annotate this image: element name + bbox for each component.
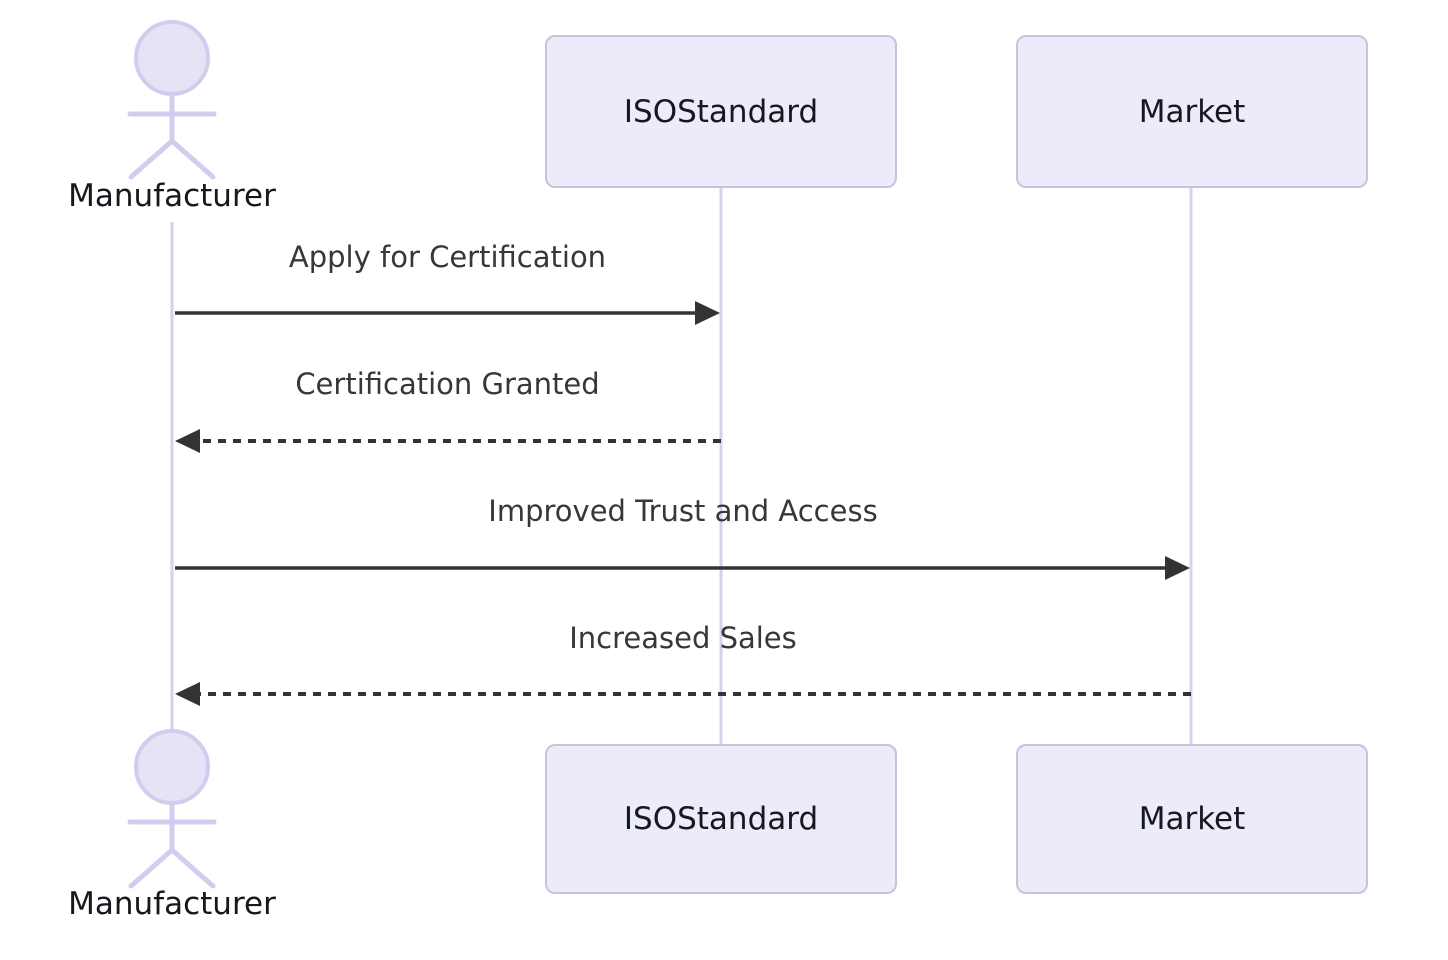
actor-leg-right xyxy=(169,847,216,889)
actor-label-manufacturer-bottom: Manufacturer xyxy=(68,886,276,922)
participant-box-isostandard-bottom: ISOStandard xyxy=(545,744,897,894)
participant-label: Market xyxy=(1138,801,1246,837)
participant-box-market-bottom: Market xyxy=(1016,744,1368,894)
actor-label-manufacturer-top: Manufacturer xyxy=(68,178,276,214)
arrowhead-right-icon xyxy=(695,301,720,325)
participant-label: Market xyxy=(1138,93,1246,130)
arrowhead-left-icon xyxy=(175,429,200,453)
message-label-improved-trust-and-access: Improved Trust and Access xyxy=(488,494,878,528)
actor-leg-left xyxy=(128,847,175,889)
actor-figure-manufacturer-bottom xyxy=(127,729,217,889)
arrowhead-left-icon xyxy=(175,682,200,706)
actor-head xyxy=(134,20,210,96)
participant-box-isostandard-top: ISOStandard xyxy=(545,35,897,188)
arrowhead-right-icon xyxy=(1165,556,1190,580)
actor-leg-right xyxy=(169,138,216,180)
message-arrow-improved-trust-and-access xyxy=(175,556,1190,580)
actor-leg-left xyxy=(128,138,175,180)
message-label-increased-sales: Increased Sales xyxy=(569,621,797,655)
actor-figure-manufacturer-top xyxy=(127,20,217,180)
actor-head xyxy=(134,729,210,805)
message-label-apply-for-certification: Apply for Certification xyxy=(288,240,607,274)
participant-label: ISOStandard xyxy=(623,801,819,837)
participant-label: ISOStandard xyxy=(623,93,819,130)
message-arrow-increased-sales xyxy=(175,682,1191,706)
message-label-certification-granted: Certification Granted xyxy=(295,367,600,401)
message-arrow-apply-for-certification xyxy=(175,301,720,325)
message-arrow-certification-granted xyxy=(175,429,721,453)
participant-box-market-top: Market xyxy=(1016,35,1368,188)
